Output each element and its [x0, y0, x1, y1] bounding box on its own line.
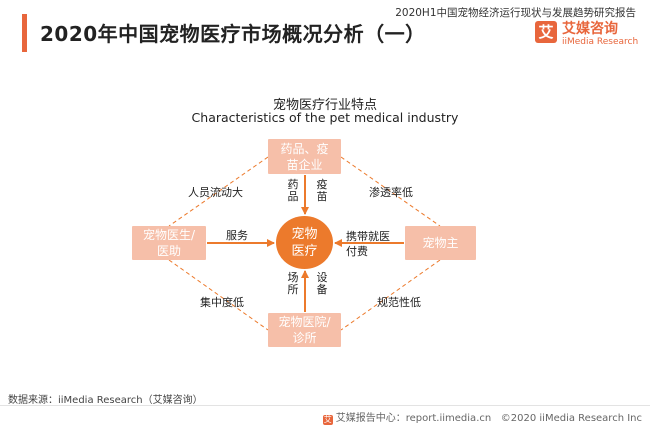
edge-label-drugs: 药品 — [287, 178, 299, 203]
edge-label-low-concentration: 集中度低 — [200, 296, 244, 309]
node-pet-hospitals: 宠物医院/诊所 — [268, 313, 341, 347]
edge-label-payment: 携带就医付费 — [346, 230, 390, 258]
node-pet-doctors: 宠物医生/医助 — [132, 226, 206, 260]
logo-icon: 艾 — [535, 21, 557, 43]
diagram-subtitle: Characteristics of the pet medical indus… — [191, 110, 459, 125]
data-source: 数据来源：iiMedia Research（艾媒咨询） — [8, 395, 203, 406]
dashed-top-left — [168, 156, 269, 227]
edge-label-equipment: 设备 — [316, 271, 328, 296]
logo-small-icon: 艾 — [322, 415, 333, 425]
edge-label-low-standardization: 规范性低 — [377, 296, 421, 309]
edge-label-venue: 场所 — [287, 271, 299, 296]
dashed-bottom-right — [340, 259, 441, 331]
edge-label-vaccines: 疫苗 — [316, 178, 328, 203]
logo-text-cn: 艾媒咨询 — [562, 21, 618, 37]
report-name: 2020H1中国宠物经济运行现状与发展趋势研究报告 — [395, 7, 636, 19]
center-pet-medical: 宠物医疗 — [276, 216, 333, 269]
title-accent-bar — [22, 14, 27, 52]
edge-label-low-penetration: 渗透率低 — [369, 186, 413, 199]
logo-text-en: iiMedia Research — [562, 37, 639, 47]
node-pet-owners: 宠物主 — [405, 226, 476, 260]
report-center-link[interactable]: 艾媒报告中心：report.iimedia.cn — [335, 413, 492, 424]
diagram-title: 宠物医疗行业特点 — [272, 98, 377, 113]
copyright: ©2020 iiMedia Research Inc — [500, 413, 642, 424]
footer-divider — [0, 405, 650, 406]
dashed-bottom-left — [168, 259, 269, 331]
dashed-top-right — [340, 156, 441, 227]
footer-bar: 艾艾媒报告中心：report.iimedia.cn ©2020 iiMedia … — [322, 409, 642, 425]
edge-label-high-turnover: 人员流动大 — [188, 186, 243, 199]
edge-label-service: 服务 — [226, 229, 248, 242]
node-drug-vaccine-companies: 药品、疫苗企业 — [268, 139, 341, 174]
page-title: 2020年中国宠物医疗市场概况分析（一） — [40, 22, 426, 46]
